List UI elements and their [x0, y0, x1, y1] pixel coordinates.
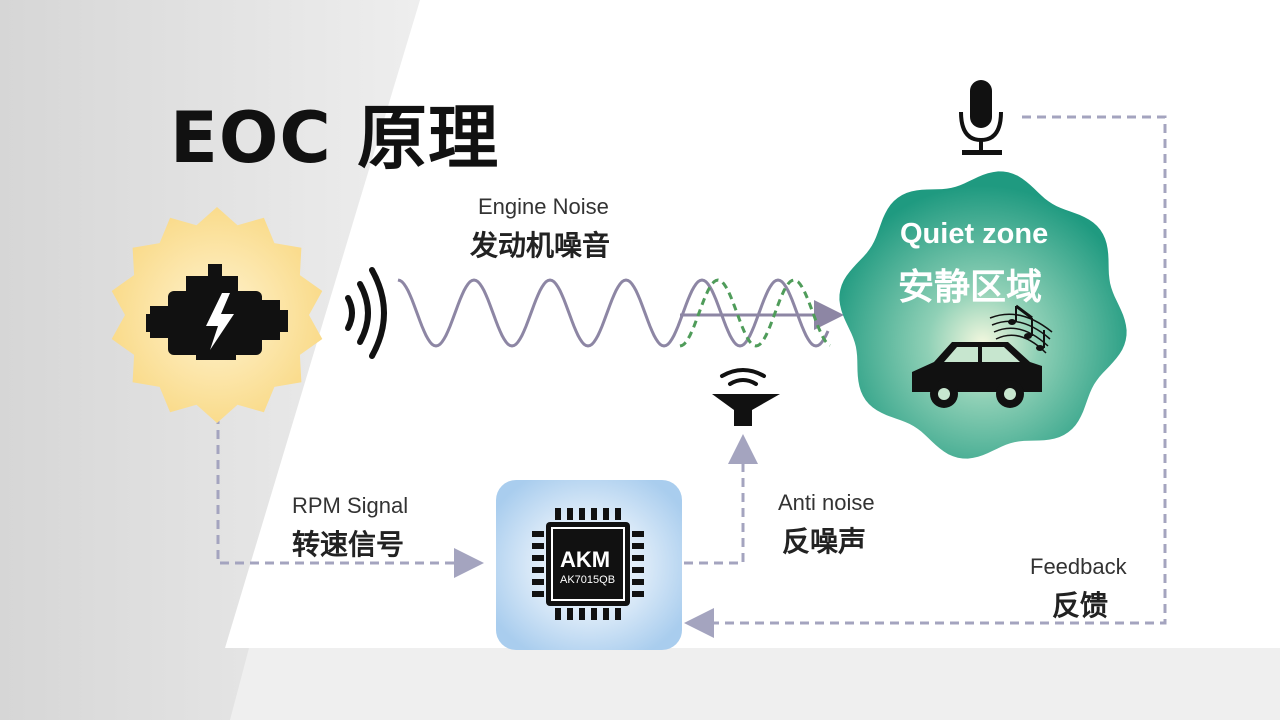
feedback-label-en: Feedback: [1030, 554, 1127, 579]
chip-icon: [532, 508, 644, 620]
rpm-signal-line: [216, 415, 484, 578]
quiet-zone-label-en: Quiet zone: [900, 218, 1049, 250]
engine-noise-label-en: Engine Noise: [478, 194, 609, 219]
quiet-zone: [839, 171, 1127, 459]
anti-noise-wave: [679, 278, 831, 348]
sound-wave-icon: [345, 267, 387, 359]
rpm-signal-label-zh: 转速信号: [292, 528, 405, 561]
microphone-icon: [959, 80, 1003, 155]
speaker-icon: [712, 368, 780, 426]
waves: [397, 278, 844, 348]
engine-noise-label-zh: 发动机噪音: [470, 229, 611, 262]
car-icon: [912, 342, 1042, 408]
music-notes-icon: [989, 304, 1053, 354]
anti-noise-line: [684, 434, 758, 565]
page-title: EOC 原理: [170, 97, 500, 179]
rpm-signal-label-en: RPM Signal: [292, 493, 409, 518]
feedback-label-zh: 反馈: [1052, 589, 1109, 622]
anti-noise-label-en: Anti noise: [778, 490, 875, 515]
feedback-line: [684, 115, 1167, 638]
chip-brand-label: AKM: [560, 547, 611, 572]
anti-noise-label-zh: 反噪声: [782, 525, 867, 558]
akm-chip: [496, 480, 682, 650]
engine-noise-wave: [397, 278, 830, 348]
white-slide-panel: [225, 0, 1280, 648]
dashed-connectors: [216, 115, 1167, 638]
chip-model-label: AK7015QB: [560, 574, 616, 586]
engine-icon: [146, 264, 288, 360]
quiet-zone-label-zh: 安静区域: [898, 267, 1043, 308]
engine-badge: [111, 207, 323, 423]
